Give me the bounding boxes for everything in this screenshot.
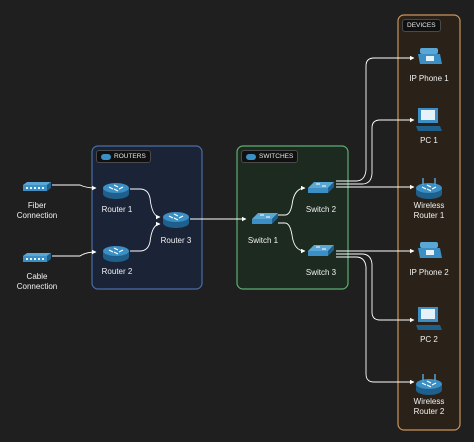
routers-group-label: ROUTERS — [114, 153, 146, 160]
edge-switch2-pc1 — [336, 117, 415, 185]
switch2-label: Switch 2 — [305, 205, 337, 214]
ip-phone-icon — [418, 48, 442, 64]
fiber-connection-label: Fiber Connection — [16, 201, 58, 220]
router-icon — [103, 246, 129, 262]
wireless-router-icon — [416, 374, 442, 395]
wireless-router-icon — [416, 178, 442, 199]
pc-icon — [416, 307, 442, 330]
modem-icon — [23, 253, 51, 262]
switch-icon — [252, 213, 278, 224]
switches-group-tag: SWITCHES — [241, 150, 299, 163]
router-icon — [101, 153, 111, 160]
edge-switch3-wrouter2 — [336, 256, 415, 385]
switch-icon — [308, 182, 334, 193]
cable-connection-label: Cable Connection — [16, 272, 58, 291]
router2-label: Router 2 — [101, 267, 133, 276]
edge-cable-router2 — [52, 249, 97, 257]
wireless-router1-label: Wireless Router 1 — [413, 201, 445, 220]
switch1-label: Switch 1 — [247, 236, 279, 245]
switches-group-label: SWITCHES — [259, 153, 294, 160]
pc2-label: PC 2 — [420, 335, 438, 344]
ip-phone-icon — [418, 242, 442, 258]
edge-switch2-ipphone1 — [336, 55, 415, 182]
router3-label: Router 3 — [160, 236, 192, 245]
ip-phone2-label: IP Phone 2 — [409, 268, 449, 277]
router1-label: Router 1 — [101, 205, 133, 214]
routers-group-tag: ROUTERS — [96, 150, 151, 163]
devices-group-tag: DEVICES — [402, 19, 441, 32]
ip-phone1-label: IP Phone 1 — [409, 74, 449, 83]
edge-fiber-router1 — [52, 184, 97, 191]
pc1-label: PC 1 — [420, 136, 438, 145]
edge-router1-router3 — [130, 188, 161, 220]
edge-switch3-pc2 — [336, 253, 415, 323]
modem-icon — [23, 182, 51, 191]
pc-icon — [416, 108, 442, 131]
switch3-label: Switch 3 — [305, 268, 337, 277]
wireless-router2-label: Wireless Router 2 — [413, 397, 445, 416]
router-icon — [163, 212, 189, 228]
switch-icon — [246, 153, 256, 160]
edge-switch1-switch2 — [278, 185, 306, 216]
edge-router2-router3 — [130, 221, 161, 252]
switch-icon — [308, 245, 334, 256]
router-icon — [103, 183, 129, 199]
edge-switch1-switch3 — [278, 222, 306, 254]
devices-group-label: DEVICES — [407, 22, 436, 29]
